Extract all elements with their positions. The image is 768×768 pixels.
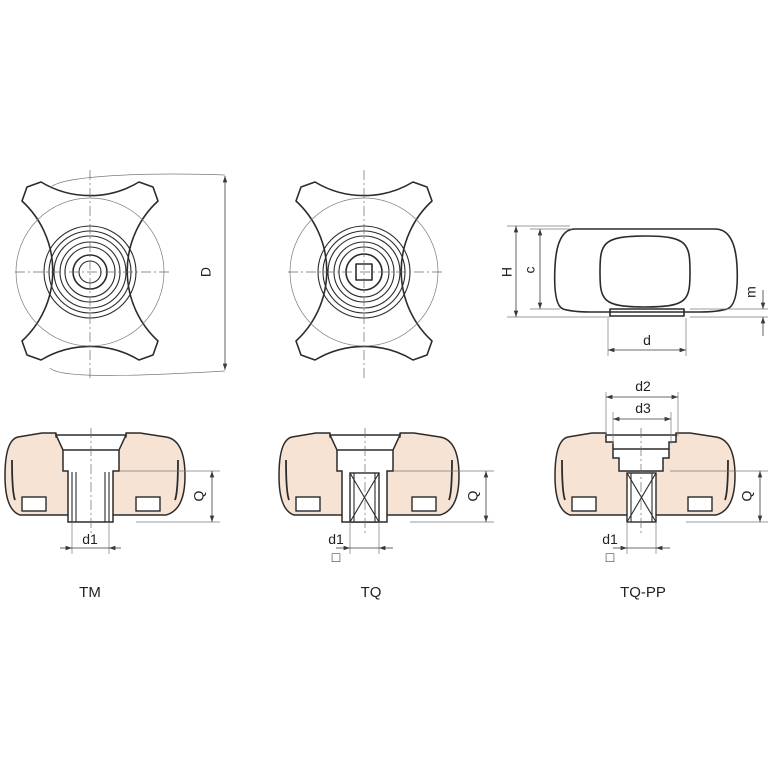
dim-label-Q-tm: Q	[191, 490, 207, 501]
dim-label-D: D	[198, 267, 214, 277]
dim-label-d1-tqpp: d1	[602, 531, 618, 547]
tq-section-view: Q d1 □	[278, 428, 494, 565]
caption-tm: TM	[79, 584, 101, 601]
square-symbol-tqpp: □	[606, 549, 615, 565]
dim-label-H: H	[499, 267, 515, 277]
tq-top-view	[288, 170, 442, 380]
side-view: H c m d	[499, 225, 768, 356]
dim-label-Q-tq: Q	[465, 490, 481, 501]
dim-label-d3: d3	[635, 400, 651, 416]
caption-tqpp: TQ-PP	[620, 584, 666, 601]
dim-label-Q-tqpp: Q	[739, 490, 755, 501]
tm-section-view: Q d1	[4, 428, 220, 554]
dim-label-d2: d2	[635, 378, 651, 394]
caption-tq: TQ	[361, 584, 382, 601]
dim-label-d1-tq: d1	[328, 531, 344, 547]
dim-label-m: m	[743, 286, 759, 298]
tm-top-view: D	[15, 170, 228, 380]
dim-label-c: c	[522, 267, 538, 274]
square-symbol-tq: □	[332, 549, 341, 565]
dim-label-d1-tm: d1	[82, 531, 98, 547]
tqpp-section-view: d2 d3 Q d1 □	[554, 378, 768, 565]
dim-label-d: d	[643, 332, 651, 348]
